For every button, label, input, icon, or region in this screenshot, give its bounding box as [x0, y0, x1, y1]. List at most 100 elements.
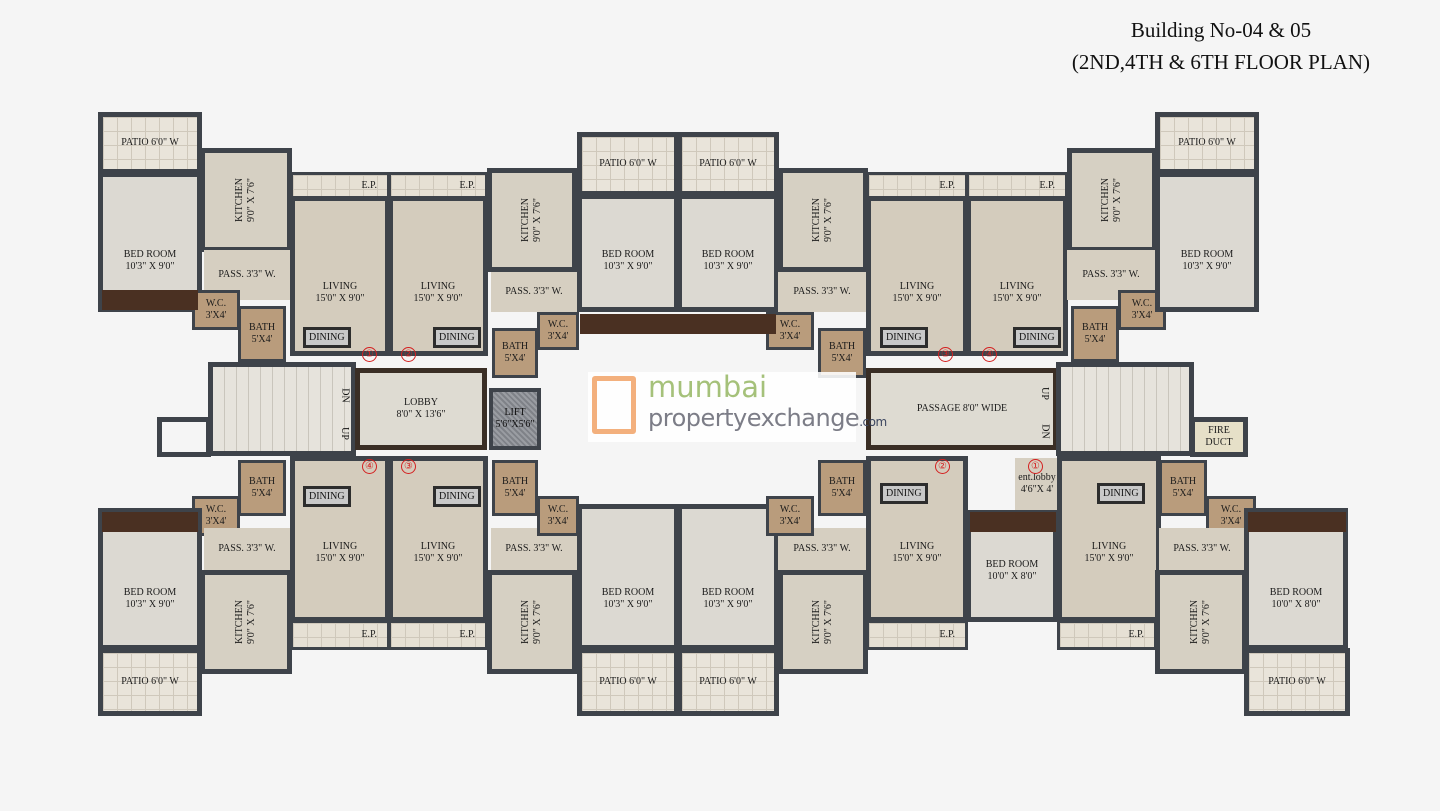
room-size: 9'0" X 7'6": [823, 198, 834, 242]
wardrobe: [970, 512, 1056, 532]
room-size: 8'0" X 13'6": [396, 409, 446, 420]
room-stair: [208, 362, 356, 456]
stair-dn-label: DN: [1039, 424, 1051, 439]
room-name: BATH: [501, 341, 529, 352]
room-name: KITCHEN: [234, 600, 245, 644]
room-label: W.C.3'X4': [1132, 298, 1153, 322]
room-name: E.P.: [361, 629, 377, 640]
room-name: LIVING: [322, 281, 358, 292]
room-pass-w: PASS. 3'3" W.: [491, 272, 577, 312]
room-name: BED ROOM: [601, 249, 655, 260]
room-name: ent.lobby: [1018, 472, 1056, 483]
room-name: LIVING: [1091, 541, 1127, 552]
room-name: PASS. 3'3" W.: [218, 543, 276, 554]
room-name: KITCHEN: [811, 600, 822, 644]
stair-dn-label: DN: [339, 388, 351, 403]
room-name: KITCHEN: [234, 178, 245, 222]
room-label: PASS. 3'3" W.: [793, 286, 850, 298]
room-label: PATIO 6'0" W: [599, 158, 657, 170]
room-name: BED ROOM: [701, 587, 755, 598]
room-name: E.P.: [939, 629, 955, 640]
room-name: W.C.: [205, 504, 227, 515]
room-e-p: E.P.: [1057, 620, 1157, 650]
room-size: 15'0" X 9'0": [892, 293, 942, 304]
watermark-logo: mumbai propertyexchange.com: [588, 370, 887, 442]
room-size: 3'X4': [1131, 310, 1153, 321]
room-size: 15'0" X 9'0": [315, 293, 365, 304]
room-size: 5'X4': [1172, 488, 1194, 499]
room-size: 3'X4': [205, 516, 227, 527]
room-name: BED ROOM: [601, 587, 655, 598]
room-label: W.C.3'X4': [206, 504, 227, 528]
room-size: 5'X4': [831, 353, 853, 364]
room-name: PATIO 6'0" W: [1178, 137, 1236, 148]
room-label: E.P.: [939, 629, 955, 641]
room-blank: [157, 417, 211, 457]
room-name: BATH: [248, 322, 276, 333]
room-name: LIVING: [322, 541, 358, 552]
room-name: BED ROOM: [985, 559, 1039, 570]
room-patio-w: PATIO 6'0" W: [1155, 112, 1259, 174]
room-label: PASS. 3'3" W.: [505, 286, 562, 298]
room-label: E.P.: [361, 180, 377, 192]
unit-door-marker: ④: [982, 347, 997, 362]
room-label: PATIO 6'0" W: [1268, 676, 1326, 688]
room-label: PASS. 3'3" W.: [1082, 269, 1139, 281]
room-label: W.C.3'X4': [780, 319, 801, 343]
wardrobe: [1248, 512, 1346, 532]
room-name: KITCHEN: [520, 600, 531, 644]
room-label: E.P.: [939, 180, 955, 192]
room-name: KITCHEN: [811, 198, 822, 242]
room-patio-w: PATIO 6'0" W: [1244, 648, 1350, 716]
room-size: 5'X4': [831, 488, 853, 499]
dining-table: DINING: [303, 327, 351, 348]
room-name: PASS. 3'3" W.: [505, 543, 563, 554]
dining-table: DINING: [1097, 483, 1145, 504]
room-label: W.C.3'X4': [1221, 504, 1242, 528]
room-name: PATIO 6'0" W: [599, 158, 657, 169]
room-w-c: W.C.3'X4': [537, 312, 579, 350]
room-name: BATH: [1169, 476, 1197, 487]
room-size: 5'X4': [1084, 334, 1106, 345]
room-name: W.C.: [779, 504, 801, 515]
unit-door-marker: ②: [935, 459, 950, 474]
room-name: BATH: [828, 476, 856, 487]
room-name: KITCHEN: [1100, 178, 1111, 222]
watermark-suffix: .com: [859, 415, 887, 429]
room-label: PASS. 3'3" W.: [218, 269, 275, 281]
room-patio-w: PATIO 6'0" W: [677, 648, 779, 716]
room-name: LIFT: [504, 407, 526, 418]
room-passage-wide: PASSAGE 8'0" WIDE: [866, 368, 1058, 450]
room-size: 15'0" X 9'0": [413, 293, 463, 304]
dining-table: DINING: [1013, 327, 1061, 348]
watermark-line-2: propertyexchange.com: [648, 404, 887, 432]
room-size: 10'3" X 9'0": [703, 261, 753, 272]
wardrobe: [102, 290, 198, 310]
unit-door-marker: ③: [938, 347, 953, 362]
room-label: PATIO 6'0" W: [599, 676, 657, 688]
